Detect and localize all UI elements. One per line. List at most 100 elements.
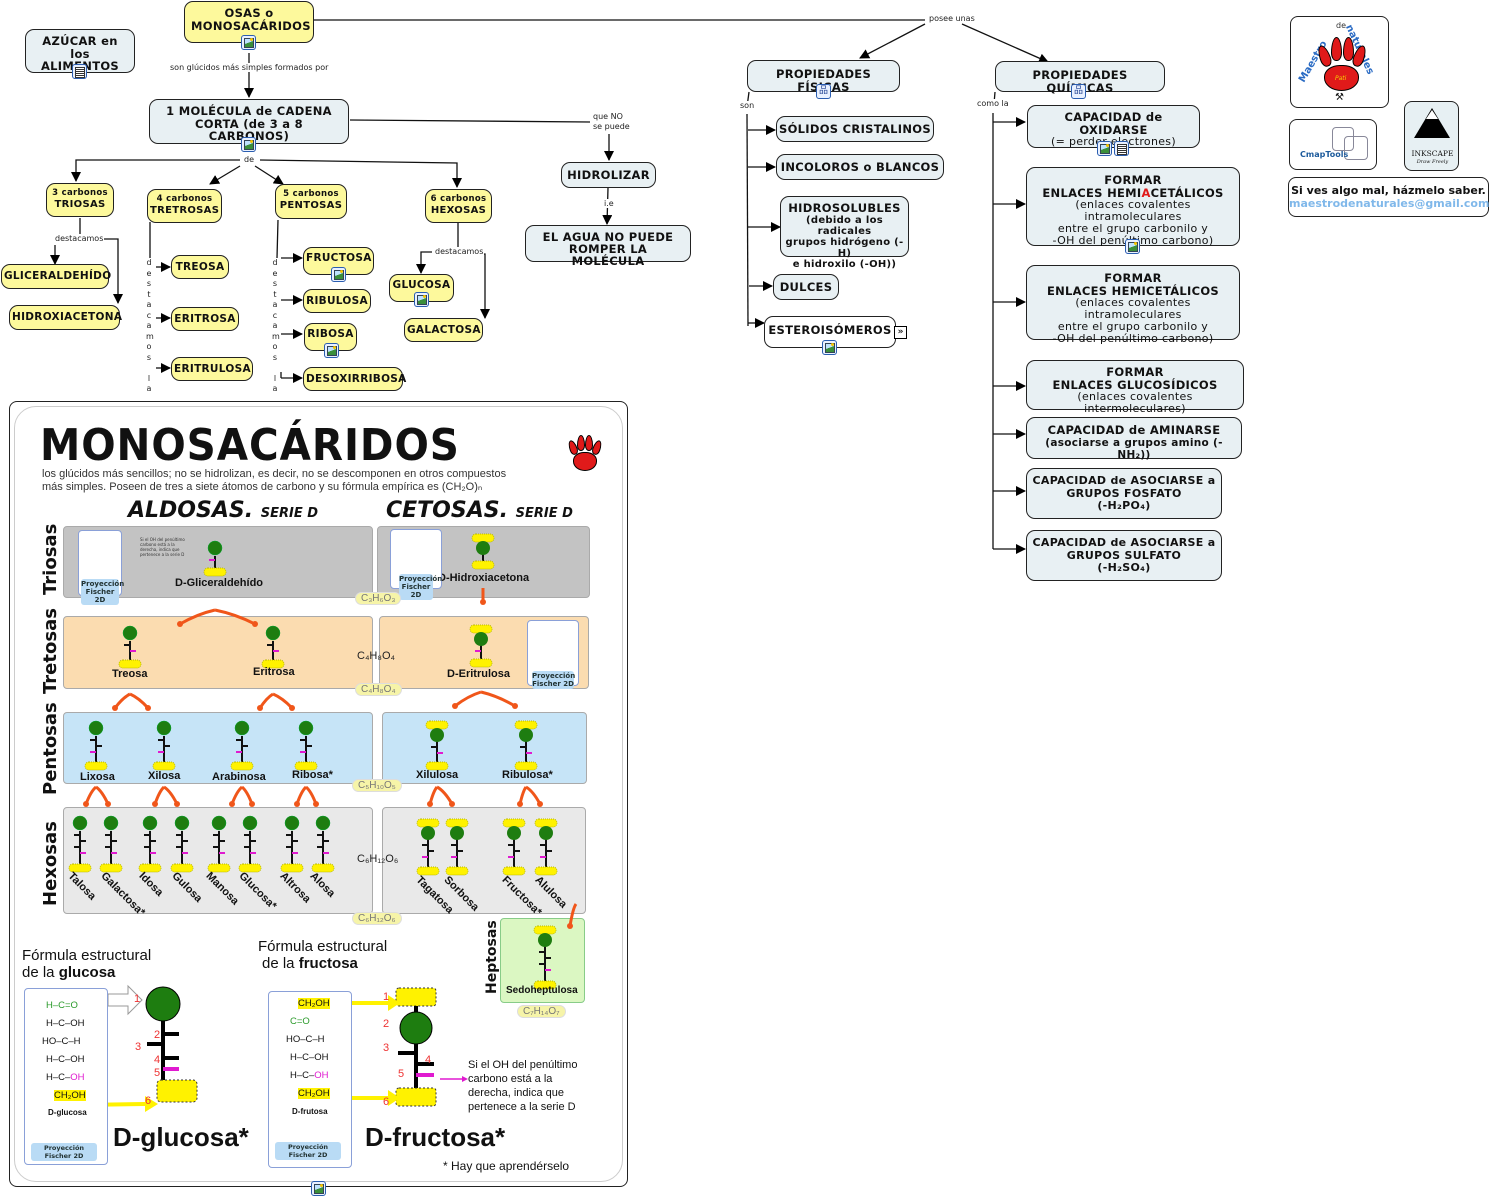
node-hidrosolubles[interactable]: HIDROSOLUBLES (debido a los radicales gr… <box>780 196 909 270</box>
mol-tagatosa-ch2oh-top <box>416 818 440 828</box>
node-oxidarse-sub: (= perder electrones) <box>1051 135 1176 148</box>
inkscape-tagline: Draw Freely <box>1416 159 1449 165</box>
node-treosa[interactable]: TREOSA <box>171 255 229 279</box>
node-hexosas[interactable]: 6 carbonos HEXOSAS <box>425 189 492 223</box>
node-eritrulosa[interactable]: ERITRULOSA <box>171 357 253 381</box>
carbon-number-glucosa: 6 <box>145 1095 151 1107</box>
image-resource-icon[interactable] <box>822 340 837 355</box>
inset-note-serie-d: Si el OH del penúltimo carbono está a la… <box>140 537 185 557</box>
mol-galactosa-carbonyl <box>103 815 119 831</box>
arrow-pent-9 <box>436 785 454 805</box>
formula-c5h10o5: C₅H₁₀O₅ <box>352 779 402 792</box>
feedback-box[interactable]: Si ves algo mal, házmelo saber. maestrod… <box>1288 177 1489 217</box>
arrow-hex-hept-head <box>567 923 573 929</box>
mol-xilosa-ch2oh <box>152 761 176 771</box>
image-resource-icon[interactable] <box>241 35 256 50</box>
image-resource-icon[interactable] <box>324 343 339 358</box>
arrow-pent-1 <box>95 785 110 805</box>
node-hidrolizar[interactable]: HIDROLIZAR <box>561 162 656 188</box>
mol-talosa-carbonyl <box>72 815 88 831</box>
node-glucosidicos-line1: FORMAR <box>1106 365 1164 379</box>
node-hexosas-line1: 6 carbonos <box>430 194 487 204</box>
node-asociarse-fosfato[interactable]: CAPACIDAD de ASOCIARSE a GRUPOS FOSFATO … <box>1026 468 1222 519</box>
node-dulces[interactable]: DULCES <box>773 274 839 300</box>
glc-lines-row: H–C–OH <box>46 1072 85 1083</box>
concept-map-resource-icon[interactable]: 品 <box>1071 84 1086 99</box>
node-agua-no-puede[interactable]: EL AGUA NO PUEDE ROMPER LA MOLÉCULA <box>525 225 691 267</box>
node-enlaces-glucosidicos[interactable]: FORMAR ENLACES GLUCOSÍDICOS (enlaces cov… <box>1026 360 1244 415</box>
mol-lixosa-ch2oh <box>84 761 108 771</box>
expand-icon[interactable]: » <box>894 326 907 339</box>
node-fosfato-line1: CAPACIDAD de ASOCIARSE a <box>1032 474 1216 487</box>
image-resource-icon[interactable] <box>241 137 256 152</box>
node-incoloros-blancos[interactable]: INCOLOROS o BLANCOS <box>776 154 944 180</box>
formula-c7h14o7: C₇H₁₄O₇ <box>517 1005 566 1018</box>
image-resource-icon[interactable] <box>311 1181 326 1196</box>
mol-xilosa-carbonyl <box>156 720 172 736</box>
cmaptools-logo[interactable]: CmapTools <box>1289 119 1377 170</box>
mol-alulosa-carbonyl <box>539 826 553 840</box>
node-hidroxiacetona[interactable]: HIDROXIACETONA <box>9 305 122 330</box>
mol-hidroxiacetona-ch2oh-top <box>471 533 495 543</box>
node-capacidad-aminarse[interactable]: CAPACIDAD de AMINARSE (asociarse a grupo… <box>1026 417 1242 461</box>
node-enlaces-hemicetalicos[interactable]: FORMAR ENLACES HEMICETÁLICOS (enlaces co… <box>1026 265 1240 345</box>
fru-lines-row: H–C–OH <box>290 1070 329 1081</box>
arrow-tetra-4-head <box>452 703 458 709</box>
node-pentosas[interactable]: 5 carbonos PENTOSAS <box>275 184 347 219</box>
node-eritrosa[interactable]: ERITROSA <box>171 307 239 331</box>
paw-pad <box>1324 65 1359 91</box>
mol-ribulosa-ch2oh-top <box>514 720 538 730</box>
glucose-title-line1: Fórmula estructural <box>22 947 152 964</box>
carbon-number-glucosa: 1 <box>134 993 140 1005</box>
image-resource-icon[interactable] <box>1125 239 1140 254</box>
node-molecula-cadena-corta[interactable]: 1 MOLÉCULA de CADENA CORTA (de 3 a 8 CAR… <box>149 99 349 144</box>
arrow-tetra-1 <box>129 692 150 710</box>
image-resource-icon[interactable] <box>331 267 346 282</box>
fru-lines-row: CH₂OH <box>298 1088 330 1099</box>
image-resource-icon[interactable] <box>414 292 429 307</box>
feedback-email-link[interactable]: maestrodenaturales@gmail.com <box>1289 197 1490 210</box>
mol-xilulosa-ch2oh-top <box>425 720 449 730</box>
node-solidos-cristalinos[interactable]: SÓLIDOS CRISTALINOS <box>776 116 934 142</box>
mol-eritrosa-carbonyl <box>265 625 281 641</box>
monosacaridos-infographic[interactable]: MONOSACÁRIDOS los glúcidos más sencillos… <box>9 401 628 1187</box>
image-resource-icon[interactable] <box>1097 141 1112 156</box>
formula-c6h12o6: C₆H₁₂O₆ <box>357 853 399 865</box>
serie-d-label: SERIE D <box>260 506 319 521</box>
arrow-pent-6-head <box>294 801 300 807</box>
node-triosas[interactable]: 3 carbonos TRIOSAS <box>46 183 114 217</box>
infographic-title: MONOSACÁRIDOS <box>40 420 460 471</box>
node-gliceraldehido[interactable]: GLICERALDEHÍDO <box>1 264 111 289</box>
node-asociarse-sulfato[interactable]: CAPACIDAD de ASOCIARSE a GRUPOS SULFATO … <box>1026 530 1222 581</box>
node-triosas-line2: TRIOSAS <box>54 199 106 210</box>
arrow-pent-7-head <box>313 801 319 807</box>
fructose-title-prefix: de la <box>262 955 299 972</box>
glucose-title-prefix: de la <box>22 964 59 981</box>
carbon-number-glucosa: 4 <box>154 1054 160 1066</box>
molecule-name-arabinosa: Arabinosa <box>212 771 266 783</box>
node-galactosa[interactable]: GALACTOSA <box>404 318 483 342</box>
document-resource-icon[interactable] <box>1114 141 1129 156</box>
arrow-c1-fructosa-head <box>388 995 400 1011</box>
panel-pentosas-aldosas <box>63 712 373 784</box>
node-enlaces-hemiacetalicos[interactable]: FORMAR ENLACES HEMIACETÁLICOS (enlaces c… <box>1026 167 1240 247</box>
inkscape-logo[interactable]: INKSCAPE Draw Freely <box>1404 101 1459 171</box>
mol-xilulosa-ch2oh <box>425 761 449 771</box>
node-tretrosas[interactable]: 4 carbonos TRETROSAS <box>147 189 222 223</box>
maestro-de-naturales-logo[interactable]: Maestro de naturales Pati ⚒ <box>1290 16 1389 108</box>
formula-c6h12o6-badge: C₆H₁₂O₆ <box>352 912 402 925</box>
concept-map-resource-icon[interactable]: 品 <box>816 84 831 99</box>
arrow-pent-1-head <box>105 801 111 807</box>
mol-ribulosa-ch2oh <box>514 761 538 771</box>
glc-lines-row: CH₂OH <box>54 1090 86 1101</box>
link-label-ie: i.e <box>603 199 615 208</box>
arrow-tetra-0-head <box>112 705 118 711</box>
document-resource-icon[interactable] <box>72 64 87 79</box>
node-ribulosa[interactable]: RIBULOSA <box>303 289 371 313</box>
mol-sorbosa-ch2oh-top <box>445 818 469 828</box>
node-desoxirribosa[interactable]: DESOXIRRIBOSA <box>303 367 406 391</box>
node-capacidad-oxidarse[interactable]: CAPACIDAD de OXIDARSE (= perder electron… <box>1027 105 1200 148</box>
mol-alosa-carbonyl <box>315 815 331 831</box>
carbon-number-fructosa: 2 <box>383 1018 389 1030</box>
